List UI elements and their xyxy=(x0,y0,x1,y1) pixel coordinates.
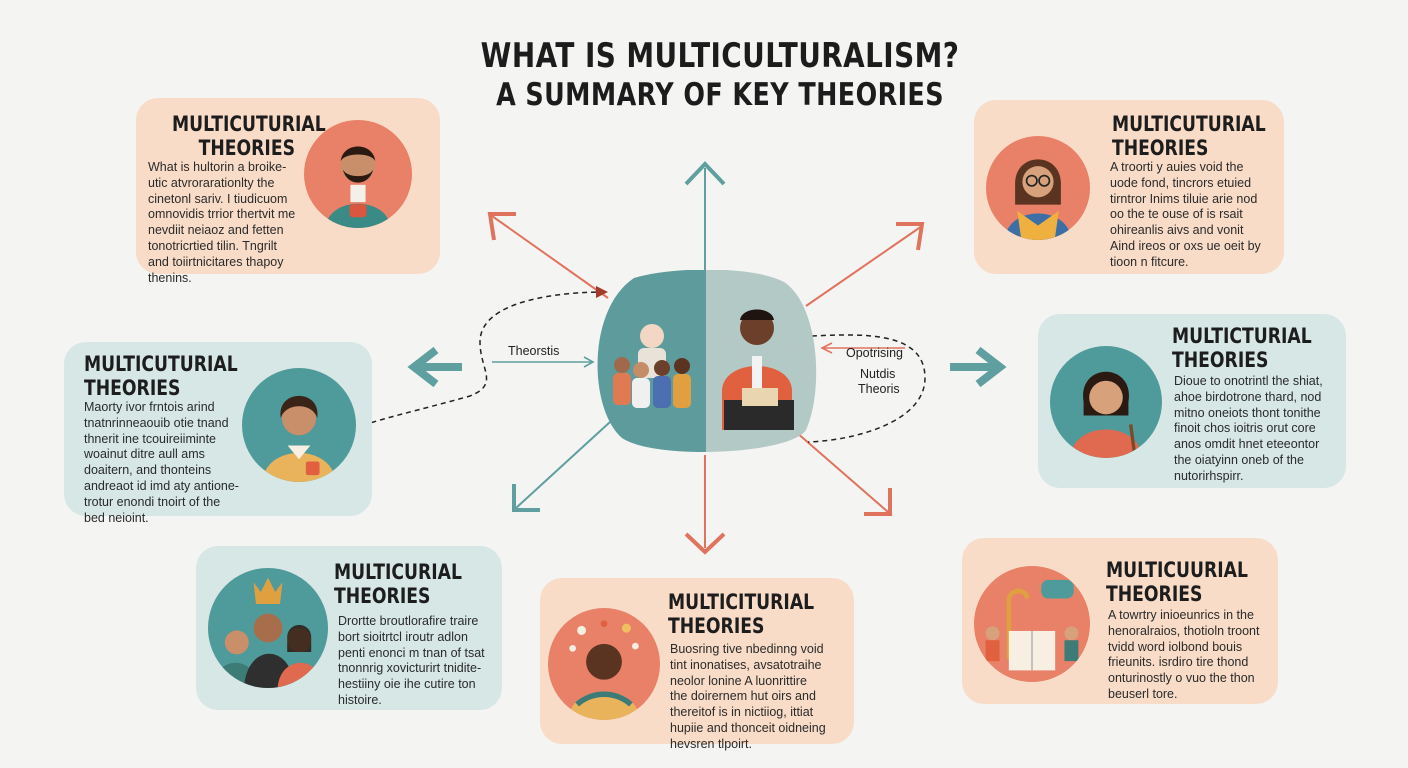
title-line-1: WHAT IS MULTICULTURALISM? xyxy=(480,36,960,76)
hub-label-right-2: Nutdis xyxy=(860,367,896,381)
arrow-left xyxy=(407,346,462,388)
card-heading: MULTICTURIAL THEORIES xyxy=(1172,324,1312,372)
theory-card-7: MULTICUURIAL THEORIES A towrtry inioeunr… xyxy=(962,538,1278,704)
arrow-upper-right xyxy=(805,222,925,307)
person-avatar-icon xyxy=(242,368,356,482)
central-hub xyxy=(594,270,819,455)
theory-card-2: MULTICUTURIAL THEORIES A troorti y auies… xyxy=(974,100,1284,274)
speaker-person-icon xyxy=(722,309,794,430)
person-avatar-icon xyxy=(304,120,412,228)
card-heading: MULTICUTURIAL THEORIES xyxy=(84,352,238,400)
title-line-2: A SUMMARY OF KEY THEORIES xyxy=(496,77,944,113)
card-heading: MULTICITURIAL THEORIES xyxy=(668,590,815,638)
card-heading: MULTICUTURIAL THEORIES xyxy=(172,112,326,160)
card-body: Dioue to onotrintl the shiat,ahoe birdot… xyxy=(1174,374,1323,483)
theory-card-4: MULTICTURIAL THEORIES Dioue to onotrintl… xyxy=(1038,314,1346,488)
theory-card-5: MULTICURIAL THEORIES Drortte broutlorafi… xyxy=(196,546,502,710)
theory-card-3: MULTICUTURIAL THEORIES Maorty ivor frnto… xyxy=(64,342,372,525)
hub-label-right-3: Theoris xyxy=(858,382,900,396)
group-people-icon xyxy=(613,357,691,408)
dashed-connector-left xyxy=(355,291,606,429)
arrow-right xyxy=(950,346,1007,388)
card-heading: MULTICUURIAL THEORIES xyxy=(1106,558,1248,606)
theory-card-1: MULTICUTURIAL THEORIES What is hultorin … xyxy=(136,98,440,285)
theory-card-6: MULTICITURIAL THEORIES Buosring tive nbe… xyxy=(540,578,854,751)
arrow-up xyxy=(684,161,726,270)
page-title: WHAT IS MULTICULTURALISM? A SUMMARY OF K… xyxy=(474,36,966,114)
person-avatar-icon xyxy=(986,136,1090,240)
person-avatar-icon xyxy=(1050,346,1162,458)
hub-label-right-1: Opotrising xyxy=(846,346,903,360)
group-avatar-icon xyxy=(208,568,328,688)
card-body: What is hultorin a broike-utic atvrorara… xyxy=(148,160,296,285)
hub-label-left: Theorstis xyxy=(508,344,560,358)
arrow-upper-left xyxy=(487,212,609,299)
person-avatar-icon xyxy=(548,608,660,720)
book-scene-icon xyxy=(974,566,1090,682)
arrow-down xyxy=(684,455,726,555)
card-heading: MULTICURIAL THEORIES xyxy=(334,560,462,608)
card-heading: MULTICUTURIAL THEORIES xyxy=(1112,112,1266,160)
hub-illustration xyxy=(597,270,817,452)
